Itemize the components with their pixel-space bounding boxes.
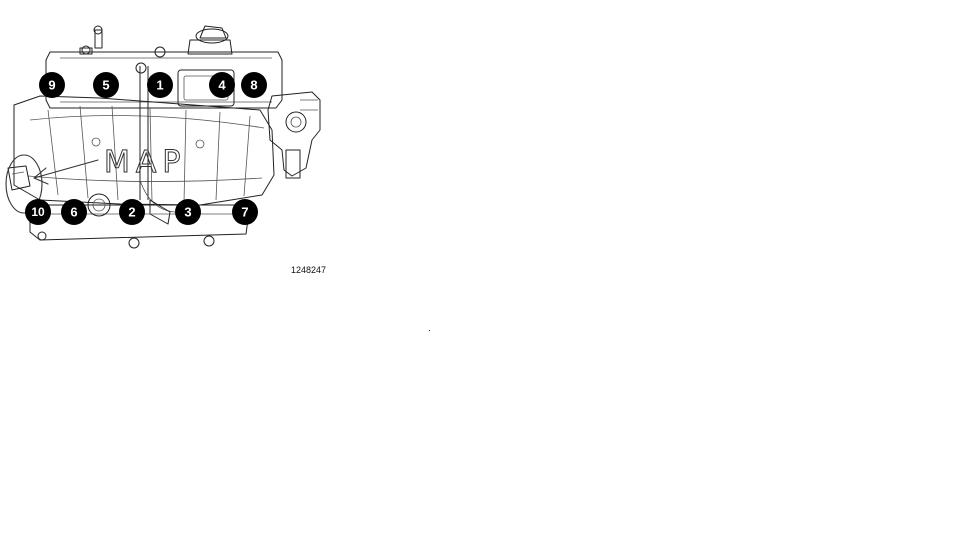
bolt-label-6: 6 (70, 205, 77, 220)
stray-dot (429, 330, 430, 331)
map-annotation: MAP (5, 145, 187, 214)
bolt-badge-6: 6 (61, 199, 87, 225)
bolt-label-4: 4 (218, 78, 226, 93)
bolt-label-10: 10 (31, 205, 45, 219)
annotation-arrow (33, 159, 99, 185)
intake-manifold-drawing (7, 25, 321, 249)
bolt-badge-10: 10 (25, 199, 51, 225)
bolt-label-3: 3 (184, 205, 191, 220)
throttle-body (267, 91, 321, 179)
bolt-badge-9: 9 (39, 72, 65, 98)
bolt-badge-3: 3 (175, 199, 201, 225)
bolt-badge-2: 2 (119, 199, 145, 225)
bolt-label-8: 8 (250, 78, 257, 93)
bolt-label-9: 9 (48, 78, 55, 93)
bolt-badge-1: 1 (147, 72, 173, 98)
map-sensor-circle (5, 154, 43, 214)
figure-id: 1248247 (291, 265, 327, 275)
bolt-label-1: 1 (156, 78, 163, 93)
bolt-label-2: 2 (128, 205, 135, 220)
map-annotation-text: MAP (104, 145, 187, 180)
bolt-badge-7: 7 (232, 199, 258, 225)
bolt-label-5: 5 (102, 78, 109, 93)
bolt-badge-4: 4 (209, 72, 235, 98)
filler-cap (187, 25, 233, 55)
bolt-badge-8: 8 (241, 72, 267, 98)
top-fitting (79, 25, 166, 74)
bolt-label-7: 7 (241, 205, 248, 220)
bolt-badge-5: 5 (93, 72, 119, 98)
